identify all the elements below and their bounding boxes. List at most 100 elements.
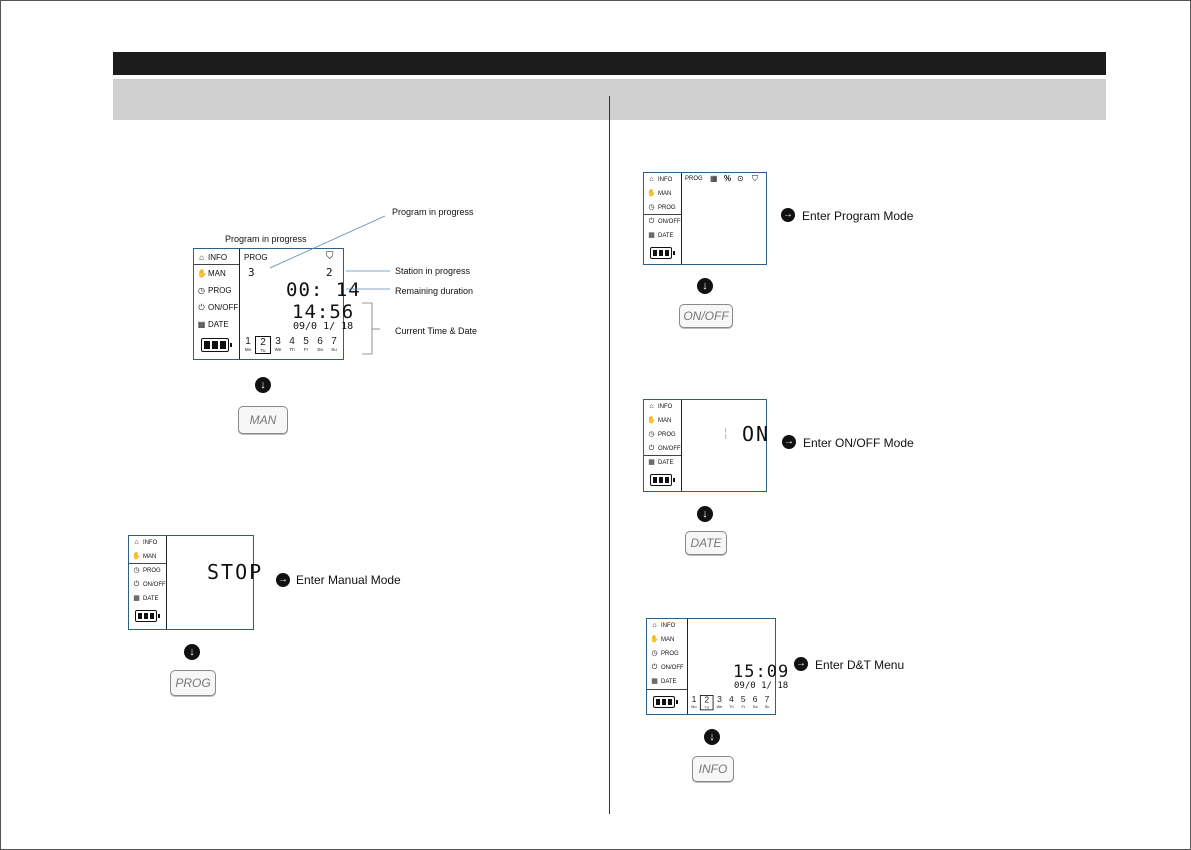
prog-key[interactable]: PROG (170, 670, 216, 696)
calendar-icon: ▦ (648, 459, 655, 466)
lcd-info-screen: ⌂INFO ✋MAN ◷PROG ⏻ON/OFF ▦DATE PROG ⛉ 3 … (193, 248, 360, 360)
clock-icon: ◷ (133, 567, 140, 574)
menu-info-label: INFO (658, 404, 673, 410)
weekday-number: 5 (303, 336, 309, 347)
menu-info-label: INFO (208, 253, 228, 262)
menu-date-label: DATE (661, 679, 677, 685)
arrow-down-icon: ↓ (704, 729, 720, 745)
menu-info-label: INFO (143, 540, 158, 546)
lcd-manual-screen: ⌂INFO ✋MAN ◷PROG ⏻ON/OFF ▦DATE STOP (128, 535, 261, 630)
menu-date: ▦DATE (647, 458, 674, 468)
onoff-display: ON (742, 422, 771, 446)
home-icon: ⌂ (649, 403, 654, 410)
weekday-abbrev: Mo (691, 704, 697, 709)
arrow-right-icon: → (782, 435, 796, 449)
power-icon: ⏻ (651, 664, 658, 671)
battery-icon (653, 696, 678, 708)
clock-icon: ◷ (648, 204, 655, 211)
power-icon: ⏻ (648, 445, 655, 452)
menu-prog-label: PROG (208, 286, 232, 295)
menu-onoff-label: ON/OFF (661, 665, 684, 671)
arrow-right-icon: → (781, 208, 795, 222)
lcd-dt-screen: ⌂INFO ✋MAN ◷PROG ⏻ON/OFF ▦DATE 15:09 09/… (646, 618, 788, 715)
menu-onoff: ⏻ON/OFF (647, 444, 681, 454)
annotation-remaining: Remaining duration (395, 286, 474, 296)
menu-man: ✋MAN (647, 416, 671, 426)
menu-separator (129, 563, 166, 564)
menu-prog-label: PROG (661, 651, 679, 657)
menu-info-label: INFO (658, 177, 673, 183)
menu-date: ▦DATE (650, 677, 677, 687)
battery-icon (650, 474, 675, 486)
menu-onoff-label: ON/OFF (658, 446, 681, 452)
weekday-abbrev: Fr (741, 704, 746, 709)
weekday-number: 3 (717, 695, 722, 705)
menu-info: ⌂ INFO (132, 538, 157, 548)
valve-icon: ⛉ (326, 251, 334, 262)
dt-mode-label: Enter D&T Menu (815, 658, 905, 672)
clock-icon: ◷ (648, 431, 655, 438)
weekday-abbrev: Sa (752, 704, 758, 709)
menu-date: ▦DATE (647, 231, 674, 241)
weekday-abbrev: We (274, 347, 282, 352)
weekday-number: 3 (275, 336, 281, 347)
menu-man-label: MAN (658, 418, 672, 424)
menu-man-label: MAN (658, 191, 672, 197)
calendar-icon: ▦ (651, 678, 658, 685)
program-number: 3 (248, 266, 256, 279)
annotation-program-top: Program in progress (392, 207, 474, 217)
menu-onoff-label: ON/OFF (658, 219, 681, 225)
dt-date: 09/0 1/ 18 (734, 681, 789, 691)
date-key[interactable]: DATE (685, 531, 727, 555)
menu-man-label: MAN (661, 637, 675, 643)
calendar-icon: ▦ (133, 595, 140, 602)
home-icon: ⌂ (199, 253, 204, 262)
lcd-menu (644, 173, 682, 264)
lcd-onoff-screen: ⌂INFO ✋MAN ◷PROG ⏻ON/OFF ▦DATE ¦ ON (643, 399, 771, 492)
home-icon: ⌂ (134, 539, 139, 546)
menu-onoff-label: ON/OFF (143, 582, 166, 588)
man-key[interactable]: MAN (238, 406, 288, 434)
menu-date-label: DATE (658, 460, 674, 466)
menu-man: ✋MAN (647, 189, 671, 199)
menu-date: ▦DATE (132, 594, 158, 604)
header-bar (113, 52, 1106, 75)
onoff-key[interactable]: ON/OFF (679, 304, 733, 328)
menu-onoff: ⏻ON/OFF (650, 663, 684, 673)
annotation-current: Current Time & Date (395, 326, 478, 336)
home-icon: ⌂ (652, 622, 657, 629)
play-icon: ⊙ (737, 174, 744, 183)
power-icon: ⏻ (198, 303, 205, 312)
weekday-abbrev: We (716, 704, 723, 709)
hand-icon: ✋ (647, 190, 656, 197)
weekday-abbrev: Mo (244, 347, 252, 352)
hand-icon: ✋ (650, 636, 659, 643)
info-key[interactable]: INFO (692, 756, 734, 782)
weekday-number: 1 (245, 336, 251, 347)
menu-date-label: DATE (208, 320, 229, 329)
battery-icon (135, 610, 160, 622)
hand-icon: ✋ (647, 417, 656, 424)
menu-prog: ◷PROG (647, 203, 675, 213)
menu-info-label: INFO (661, 623, 676, 629)
menu-man-label: MAN (208, 269, 226, 278)
menu-date-label: DATE (658, 233, 674, 239)
menu-info: ⌂ INFO (647, 402, 672, 412)
annotation-program-left: Program in progress (225, 234, 307, 244)
weekday-abbrev: Th (729, 704, 734, 709)
menu-onoff-label: ON/OFF (208, 303, 239, 312)
valve-icon: ⛉ (752, 174, 758, 183)
arrow-down-icon: ↓ (697, 278, 713, 294)
menu-prog: ◷PROG (132, 566, 160, 576)
menu-onoff: ⏻ON/OFF (647, 217, 681, 227)
calendar-icon: ▦ (710, 174, 718, 183)
column-divider (609, 96, 610, 814)
battery-icon (650, 247, 675, 259)
hand-icon: ✋ (132, 553, 141, 560)
clock-icon: ◷ (651, 650, 658, 657)
weekday-abbrev: Su (331, 347, 337, 352)
